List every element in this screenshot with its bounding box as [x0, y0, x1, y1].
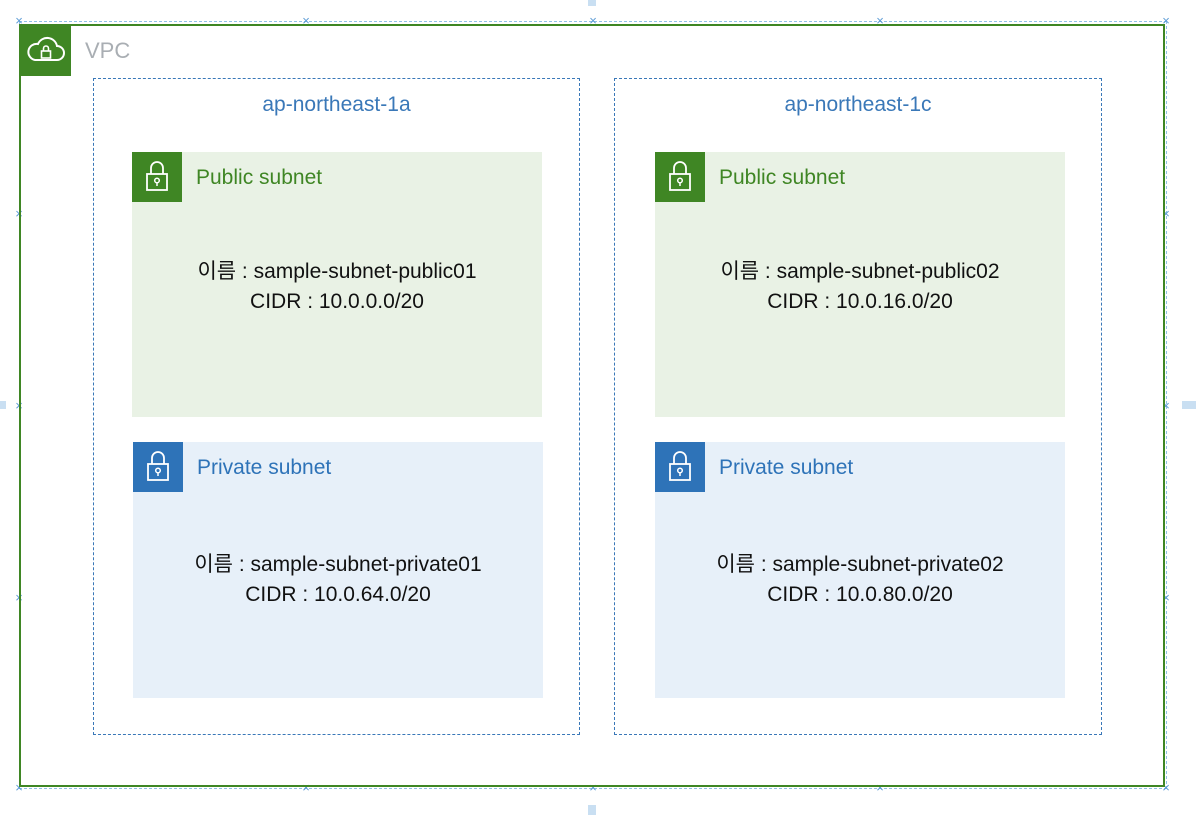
subnet-details: 이름 : sample-subnet-public02 CIDR : 10.0.… [655, 257, 1065, 317]
selection-handle[interactable]: × [302, 13, 310, 28]
subnet-title: Private subnet [197, 456, 332, 479]
selection-handle[interactable]: × [876, 780, 884, 795]
subnet-cidr: CIDR : 10.0.16.0/20 [767, 290, 953, 313]
selection-handle[interactable]: × [1162, 780, 1170, 795]
resize-handle-bottom[interactable] [588, 805, 596, 815]
subnet-details: 이름 : sample-subnet-private02 CIDR : 10.0… [655, 550, 1065, 610]
resize-handle-left[interactable] [0, 401, 6, 409]
selection-handle[interactable]: × [15, 13, 23, 28]
subnet-name: 이름 : sample-subnet-private01 [194, 553, 482, 576]
vpc-group[interactable]: VPC [19, 24, 1165, 787]
subnet-details: 이름 : sample-subnet-public01 CIDR : 10.0.… [132, 257, 542, 317]
subnet-title: Public subnet [719, 166, 846, 189]
availability-zone-1a[interactable]: ap-northeast-1a [93, 78, 580, 735]
vpc-cloud-lock-icon [21, 26, 71, 76]
resize-handle-top[interactable] [588, 0, 596, 6]
selection-handle[interactable]: × [589, 780, 597, 795]
availability-zone-1c[interactable]: ap-northeast-1c [614, 78, 1102, 735]
subnet-cidr: CIDR : 10.0.80.0/20 [767, 583, 953, 606]
lock-icon [133, 442, 183, 492]
availability-zone-label: ap-northeast-1a [262, 93, 411, 116]
selection-handle[interactable]: × [1162, 206, 1170, 221]
lock-icon [132, 152, 182, 202]
subnet-cidr: CIDR : 10.0.0.0/20 [250, 290, 424, 313]
resize-handle-right[interactable] [1182, 401, 1196, 409]
private-subnet-02[interactable]: Private subnet 이름 : sample-subnet-privat… [655, 442, 1065, 698]
public-subnet-01[interactable]: Public subnet 이름 : sample-subnet-public0… [132, 152, 542, 417]
vpc-label: VPC [85, 38, 131, 63]
selection-handle[interactable]: × [1162, 398, 1170, 413]
subnet-name: 이름 : sample-subnet-public02 [720, 260, 1000, 283]
public-subnet-02[interactable]: Public subnet 이름 : sample-subnet-public0… [655, 152, 1065, 417]
selection-handle[interactable]: × [876, 13, 884, 28]
subnet-title: Public subnet [196, 166, 323, 189]
lock-icon [655, 442, 705, 492]
subnet-title: Private subnet [719, 456, 854, 479]
selection-handle[interactable]: × [1162, 590, 1170, 605]
lock-icon [655, 152, 705, 202]
subnet-name: 이름 : sample-subnet-public01 [197, 260, 477, 283]
selection-handle[interactable]: × [302, 780, 310, 795]
subnet-details: 이름 : sample-subnet-private01 CIDR : 10.0… [133, 550, 543, 610]
selection-handle[interactable]: × [15, 780, 23, 795]
selection-handle[interactable]: × [1162, 13, 1170, 28]
subnet-name: 이름 : sample-subnet-private02 [716, 553, 1004, 576]
private-subnet-01[interactable]: Private subnet 이름 : sample-subnet-privat… [133, 442, 543, 698]
availability-zone-label: ap-northeast-1c [784, 93, 932, 116]
selection-handle[interactable]: × [589, 13, 597, 28]
subnet-cidr: CIDR : 10.0.64.0/20 [245, 583, 431, 606]
